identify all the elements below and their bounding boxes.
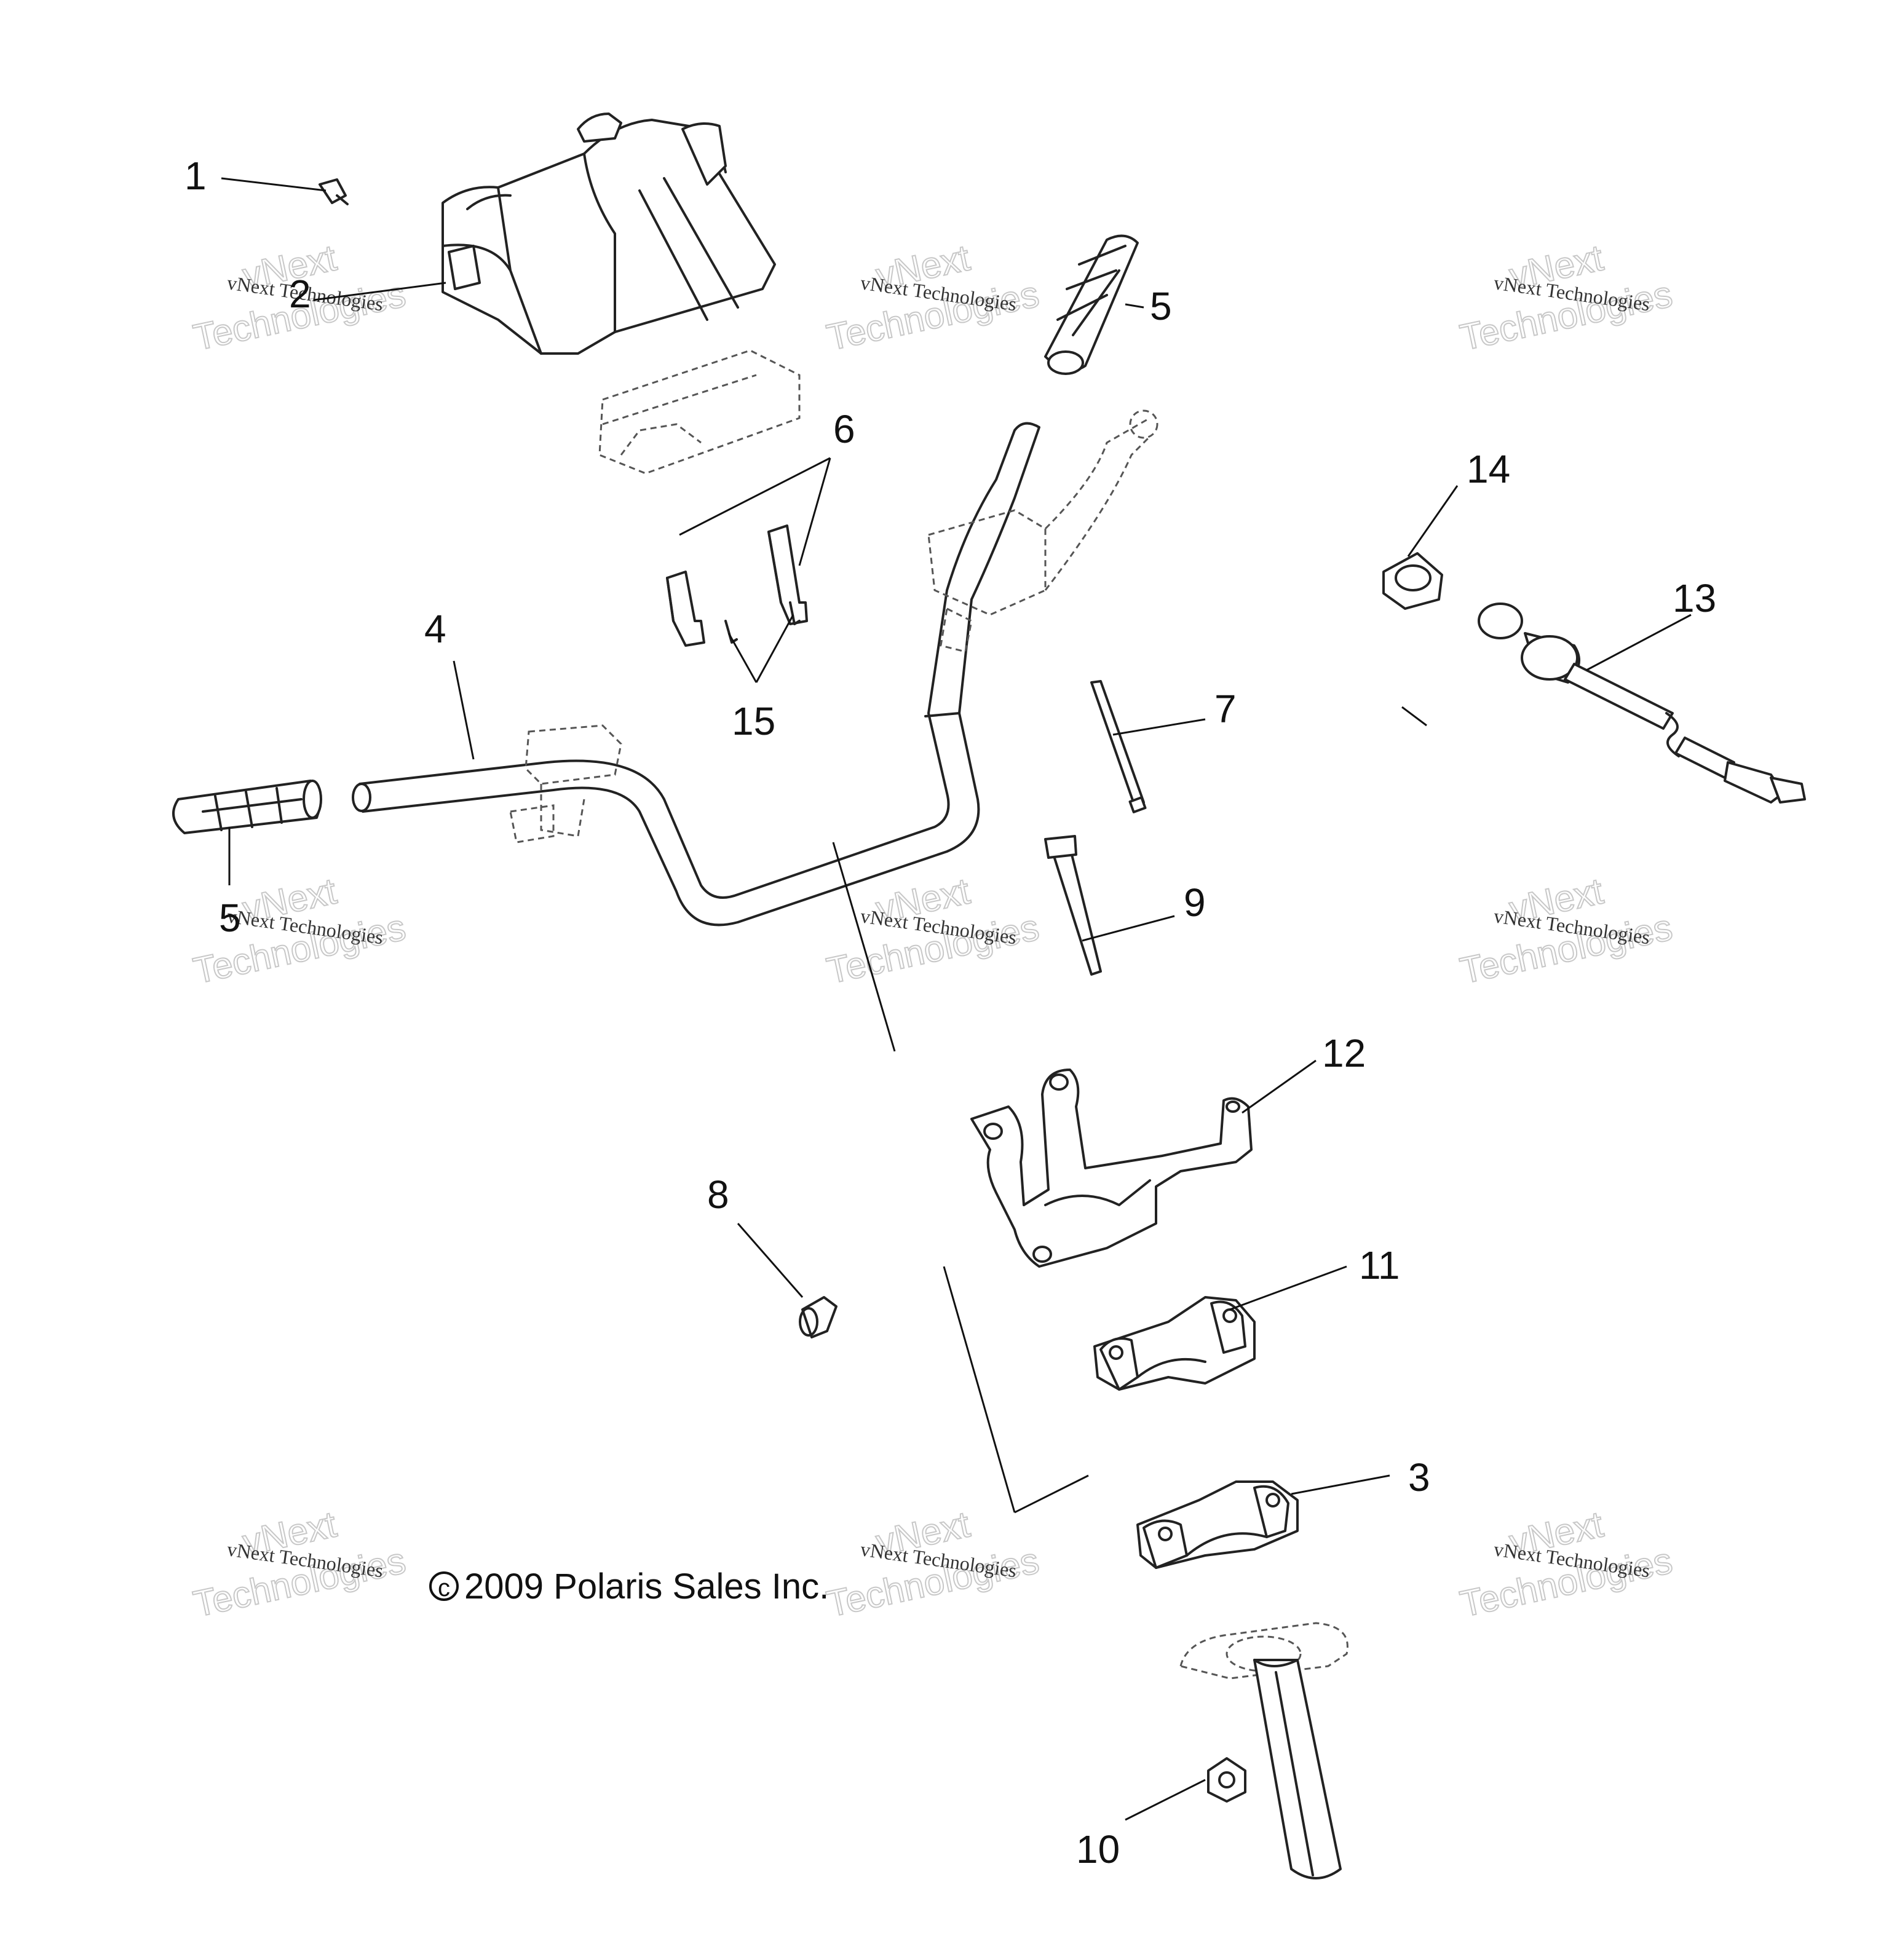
part-2-headlight-pod [442,113,776,355]
part-7-zip-tie [1090,680,1147,813]
callout-3: 3 [1408,1455,1430,1500]
part-8-bolt [799,1296,838,1338]
watermark-mid-center: vNext Technologies vNext Technologies [823,869,1044,992]
copyright-text: 2009 Polaris Sales Inc. [464,1567,829,1606]
callout-5-upper: 5 [1150,284,1172,328]
callout-13: 13 [1673,576,1716,620]
part-11-upper-clamp [1093,1296,1256,1391]
callout-11: 11 [1359,1243,1400,1287]
callout-4: 4 [424,607,446,651]
callout-7: 7 [1214,687,1237,731]
copyright-symbol: c [438,1575,450,1602]
callout-15: 15 [732,699,775,743]
assembly-reference-lines [832,842,1089,1514]
callout-2: 2 [289,272,311,316]
callout-12: 12 [1322,1031,1366,1075]
part-5-grip-lower [172,780,322,834]
part-3-lower-clamp [1136,1480,1299,1569]
reference-left-controls [509,724,622,844]
part-12-bracket [970,1069,1253,1268]
part-6-brackets [666,524,808,647]
watermark-bottom-left: vNext Technologies vNext Technologies [189,1503,410,1625]
reference-right-controls [927,409,1158,653]
part-5-grip-upper [1044,234,1139,375]
part-14-nut [1382,552,1443,610]
part-15-clips [724,601,801,644]
callout-14: 14 [1467,447,1510,491]
part-13-throttle-cable [1478,603,1806,804]
part-10-nut [1207,1757,1246,1803]
callout-numbers: 1 2 3 4 5 5 6 7 8 9 10 11 12 13 14 15 [184,154,1716,1871]
watermark-top-left: vNext Technologies vNext Technologies [189,236,410,358]
watermark-mid-right: vNext Technologies vNext Technologies [1456,869,1677,992]
callout-1: 1 [184,154,207,198]
callout-5-lower: 5 [219,896,241,940]
reference-light-module [598,349,801,475]
watermark-top-center: vNext Technologies vNext Technologies [823,236,1044,358]
watermark-top-right: vNext Technologies vNext Technologies [1456,236,1677,358]
part-1-screw [319,178,349,205]
leader-lines [221,177,1692,1821]
part-9-bolt [1044,835,1102,976]
watermark-bottom-right: vNext Technologies vNext Technologies [1456,1503,1677,1625]
copyright-circle [429,1571,459,1601]
copyright-notice: c 2009 Polaris Sales Inc. [429,1567,829,1606]
watermark-bottom-center: vNext Technologies vNext Technologies [823,1503,1044,1625]
part-4-handlebar [352,422,1040,927]
callout-6: 6 [833,407,855,451]
steering-post [1253,1659,1342,1879]
callout-8: 8 [707,1172,729,1217]
callout-9: 9 [1184,880,1206,925]
callout-10: 10 [1076,1827,1120,1871]
